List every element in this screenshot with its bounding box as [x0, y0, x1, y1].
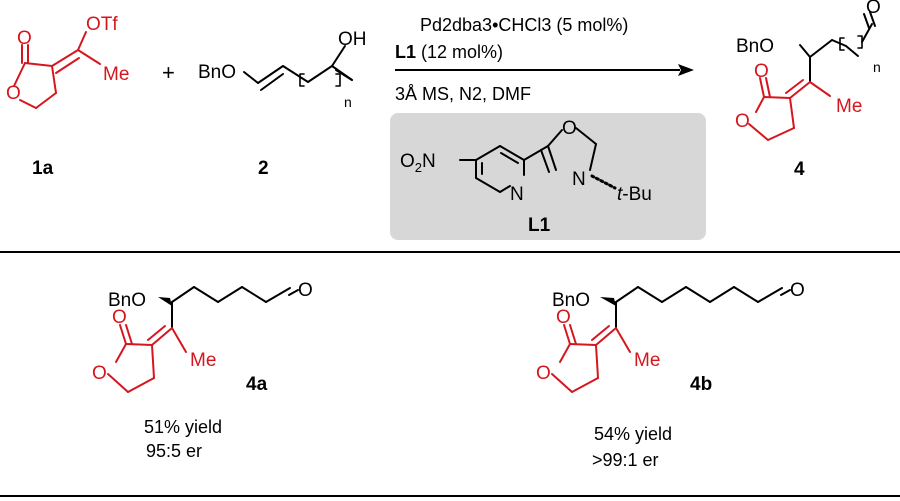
- ligand-ref-bold: L1: [395, 42, 416, 62]
- product-4a-yield: 51% yield: [144, 417, 222, 437]
- additive-condition: 3Å MS, N2, DMF: [395, 84, 531, 104]
- ring-oxygen-label: O: [6, 83, 21, 104]
- product-4-lactone: [748, 77, 831, 141]
- compound-2-structure: [243, 45, 353, 91]
- catalyst-condition: Pd2dba3•CHCl3 (5 mol%): [420, 15, 628, 35]
- ligand-l1-structure: [459, 127, 617, 193]
- plus-sign: +: [162, 60, 175, 85]
- reaction-arrow: [395, 64, 694, 76]
- tbu-t: t: [617, 184, 623, 205]
- benzyloxy-label: BnO: [198, 62, 236, 83]
- product-4a-carbonyl-o: O: [112, 307, 127, 328]
- hydroxyl-label: OH: [338, 29, 367, 50]
- compound-label-4: 4: [794, 159, 805, 180]
- nitro-o: O: [400, 151, 415, 172]
- ligand-box: [390, 113, 706, 240]
- product-4b-er: >99:1 er: [592, 450, 659, 470]
- compound-label-1a: 1a: [32, 158, 54, 179]
- compound-label-4a: 4a: [246, 374, 268, 395]
- product-4-carbonyl-o: O: [754, 61, 769, 82]
- product-4a-benzyloxy: BnO: [108, 290, 146, 311]
- product-4b-yield: 54% yield: [594, 424, 672, 444]
- repeat-n-label: n: [344, 94, 352, 110]
- product-4-ring-o: O: [735, 111, 750, 132]
- nitro-n: N: [422, 151, 436, 172]
- product-4b-ring-o: O: [536, 363, 551, 384]
- nitro-subscript: 2: [415, 160, 422, 175]
- product-4a-methyl: Me: [190, 350, 216, 371]
- product-4a-aldehyde-o: O: [298, 280, 313, 301]
- ligand-label: L1: [528, 215, 551, 236]
- oxazoline-n-label: N: [572, 169, 586, 190]
- nitro-group-label: O2N: [400, 151, 436, 175]
- product-4a-er: 95:5 er: [146, 441, 202, 461]
- oxazoline-o-label: O: [562, 118, 577, 139]
- product-4a-chain: [158, 286, 299, 329]
- tbu-rest: -Bu: [622, 184, 652, 205]
- methyl-label: Me: [103, 64, 129, 85]
- ligand-loading-text: (12 mol%): [416, 42, 503, 62]
- product-4-repeat-n: n: [873, 59, 881, 75]
- compound-label-2: 2: [258, 158, 269, 179]
- compound-1a-structure: [13, 31, 101, 109]
- triflate-label: OTf: [86, 14, 118, 35]
- product-4b-chain: [600, 286, 791, 329]
- product-4-structure: [799, 11, 876, 83]
- product-4a-lactone: [107, 324, 187, 393]
- tert-butyl-label: t-Bu: [617, 184, 652, 205]
- carbonyl-oxygen-label: O: [17, 28, 32, 49]
- product-4-methyl: Me: [836, 96, 862, 117]
- product-4-aldehyde-o: O: [866, 0, 881, 18]
- product-4b-methyl: Me: [634, 350, 660, 371]
- compound-label-4b: 4b: [690, 374, 712, 395]
- product-4b-aldehyde-o: O: [790, 280, 805, 301]
- product-4b-lactone: [551, 324, 631, 393]
- product-4a-ring-o: O: [92, 363, 107, 384]
- product-4b-carbonyl-o: O: [556, 307, 571, 328]
- pyridine-n-label: N: [510, 184, 524, 205]
- ligand-loading-condition: L1 (12 mol%): [395, 42, 503, 62]
- product-4-benzyloxy: BnO: [736, 36, 774, 57]
- product-4b-benzyloxy: BnO: [552, 290, 590, 311]
